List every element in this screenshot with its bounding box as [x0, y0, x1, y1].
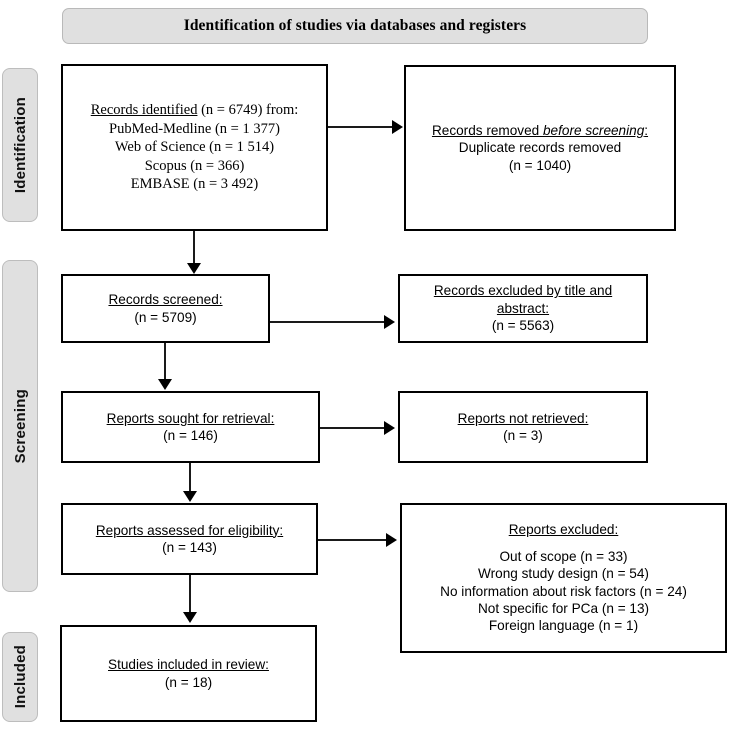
reports-excluded-reason: No information about risk factors (n = 2… — [440, 583, 687, 599]
studies-included-heading: Studies included in review: — [108, 657, 269, 673]
reports-excluded-spacer — [402, 539, 725, 548]
connector-sought-to-not-retrieved — [320, 427, 385, 429]
arrowhead-sought-to-not-retrieved — [384, 421, 395, 435]
connector-identified-to-screened — [193, 231, 195, 264]
reports-assessed-heading: Reports assessed for eligibility: — [95, 522, 284, 538]
box-reports-assessed-for-eligibility: Reports assessed for eligibility: (n = 1… — [61, 503, 318, 575]
reports-not-retrieved-heading: Reports not retrieved: — [457, 410, 589, 426]
records-removed-heading-line: Records removed before screening: — [406, 122, 674, 139]
reports-excluded-reason: Out of scope (n = 33) — [499, 548, 628, 564]
arrowhead-sought-to-assessed — [183, 491, 197, 502]
records-removed-heading-a: Records removed — [431, 122, 543, 138]
records-excluded-count: (n = 5563) — [491, 318, 555, 334]
arrowhead-assessed-to-included — [183, 612, 197, 623]
records-identified-source: PubMed-Medline (n = 1 377) — [109, 120, 280, 137]
studies-included-count: (n = 18) — [164, 674, 213, 690]
page-title: Identification of studies via databases … — [183, 17, 527, 34]
records-removed-heading-c: : — [644, 122, 649, 138]
arrowhead-assessed-to-excluded — [386, 533, 397, 547]
box-reports-sought-for-retrieval: Reports sought for retrieval: (n = 146) — [61, 391, 320, 463]
box-reports-not-retrieved: Reports not retrieved: (n = 3) — [398, 391, 648, 463]
stage-label-identification: Identification — [2, 68, 38, 222]
arrowhead-screened-to-sought — [158, 379, 172, 390]
reports-not-retrieved-count: (n = 3) — [503, 428, 543, 443]
records-identified-source: Scopus (n = 366) — [144, 157, 245, 174]
records-screened-count: (n = 5709) — [134, 309, 197, 325]
reports-sought-count: (n = 146) — [163, 428, 218, 443]
box-records-identified: Records identified (n = 6749) from: PubM… — [61, 64, 328, 231]
stage-label-identification-text: Identification — [11, 96, 29, 194]
records-identified-source: EMBASE (n = 3 492) — [130, 176, 259, 193]
box-studies-included-in-review: Studies included in review: (n = 18) — [60, 625, 317, 722]
arrowhead-identified-to-removed — [392, 120, 403, 134]
reports-excluded-reason: Not specific for PCa (n = 13) — [477, 600, 650, 616]
connector-screened-to-excluded — [270, 321, 385, 323]
box-records-excluded-title-abstract: Records excluded by title and abstract: … — [398, 274, 648, 343]
diagram-header-banner: Identification of studies via databases … — [62, 8, 648, 44]
records-identified-heading-suffix: (n = 6749) from: — [197, 102, 299, 119]
reports-excluded-heading: Reports excluded: — [508, 522, 619, 538]
connector-identified-to-removed — [328, 126, 394, 128]
stage-label-screening-text: Screening — [11, 388, 29, 464]
reports-sought-heading: Reports sought for retrieval: — [106, 410, 275, 426]
records-excluded-heading-line1: Records excluded by title and — [433, 283, 613, 299]
reports-excluded-reason: Foreign language (n = 1) — [488, 618, 639, 634]
box-reports-excluded: Reports excluded: Out of scope (n = 33) … — [400, 503, 727, 653]
records-identified-heading-line: Records identified (n = 6749) from: — [63, 101, 326, 120]
records-identified-heading: Records identified — [90, 102, 198, 119]
box-records-screened: Records screened: (n = 5709) — [61, 274, 270, 343]
stage-label-included: Included — [2, 632, 38, 722]
records-excluded-heading-line2: abstract: — [496, 300, 550, 316]
records-removed-heading-b: before screening — [543, 122, 645, 138]
records-removed-line2: Duplicate records removed — [458, 140, 622, 156]
connector-assessed-to-included — [189, 575, 191, 613]
arrowhead-identified-to-screened — [187, 263, 201, 274]
reports-excluded-reason: Wrong study design (n = 54) — [478, 566, 649, 582]
reports-assessed-count: (n = 143) — [162, 540, 217, 555]
connector-assessed-to-excluded — [318, 539, 387, 541]
records-removed-line3: (n = 1040) — [508, 157, 572, 173]
records-screened-heading: Records screened: — [108, 292, 223, 308]
connector-screened-to-sought — [164, 343, 166, 380]
connector-sought-to-assessed — [189, 463, 191, 492]
records-identified-source: Web of Science (n = 1 514) — [114, 139, 275, 156]
arrowhead-screened-to-excluded — [384, 315, 395, 329]
box-records-removed-before-screening: Records removed before screening: Duplic… — [404, 65, 676, 231]
stage-label-screening: Screening — [2, 260, 38, 592]
stage-label-included-text: Included — [11, 645, 29, 709]
